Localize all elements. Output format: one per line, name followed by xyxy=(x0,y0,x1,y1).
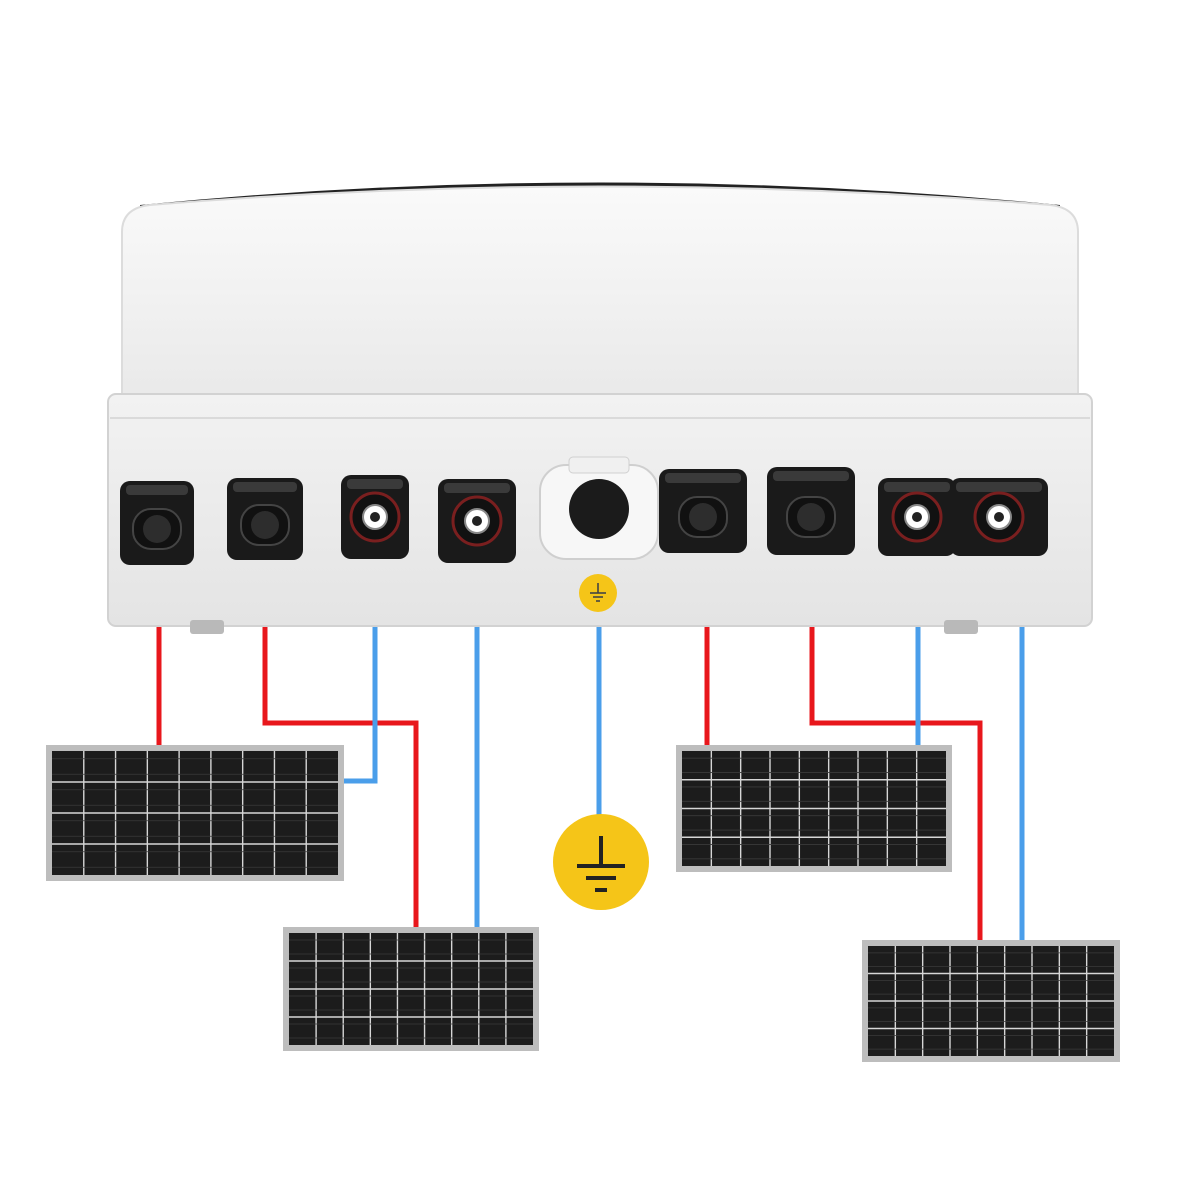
gland-cap xyxy=(568,456,630,474)
connector-pin-core xyxy=(994,512,1004,522)
ground-label-icon xyxy=(579,574,617,612)
connector-6 xyxy=(659,469,747,553)
mounting-foot-right xyxy=(944,620,978,634)
connector-1 xyxy=(120,481,194,565)
connector-pin-hole xyxy=(689,503,717,531)
connector-pin-hole xyxy=(797,503,825,531)
connector-8 xyxy=(878,478,956,556)
connector-7 xyxy=(767,467,855,555)
connector-latch xyxy=(126,485,188,495)
connector-latch xyxy=(773,471,849,481)
connector-latch xyxy=(444,483,510,493)
connector-2 xyxy=(227,478,303,560)
connector-4 xyxy=(438,479,516,563)
wire-negative-3 xyxy=(344,563,378,784)
ground-icon xyxy=(553,814,649,910)
solar-panel-4 xyxy=(862,940,1120,1062)
connector-9 xyxy=(950,478,1048,556)
solar-panel-3 xyxy=(676,745,952,872)
connector-pin-core xyxy=(912,512,922,522)
connector-pin-core xyxy=(472,516,482,526)
enclosure-lid xyxy=(121,185,1079,401)
combiner-box xyxy=(107,182,1093,634)
connector-latch xyxy=(665,473,741,483)
gland-hole xyxy=(569,479,629,539)
connector-pin-core xyxy=(370,512,380,522)
connector-latch xyxy=(233,482,297,492)
solar-panel-1 xyxy=(46,745,344,881)
connector-pin-hole xyxy=(143,515,171,543)
connector-latch xyxy=(956,482,1042,492)
connector-latch xyxy=(884,482,950,492)
wire-positive-2 xyxy=(262,570,419,927)
connector-pin-hole xyxy=(251,511,279,539)
connector-3 xyxy=(341,475,409,559)
connector-latch xyxy=(347,479,403,489)
wire-positive-7 xyxy=(809,568,983,940)
solar-panels xyxy=(46,745,1120,1062)
solar-panel-2 xyxy=(283,927,539,1051)
connector-5 xyxy=(539,456,659,560)
connectors xyxy=(120,456,1048,565)
mounting-foot-left xyxy=(190,620,224,634)
